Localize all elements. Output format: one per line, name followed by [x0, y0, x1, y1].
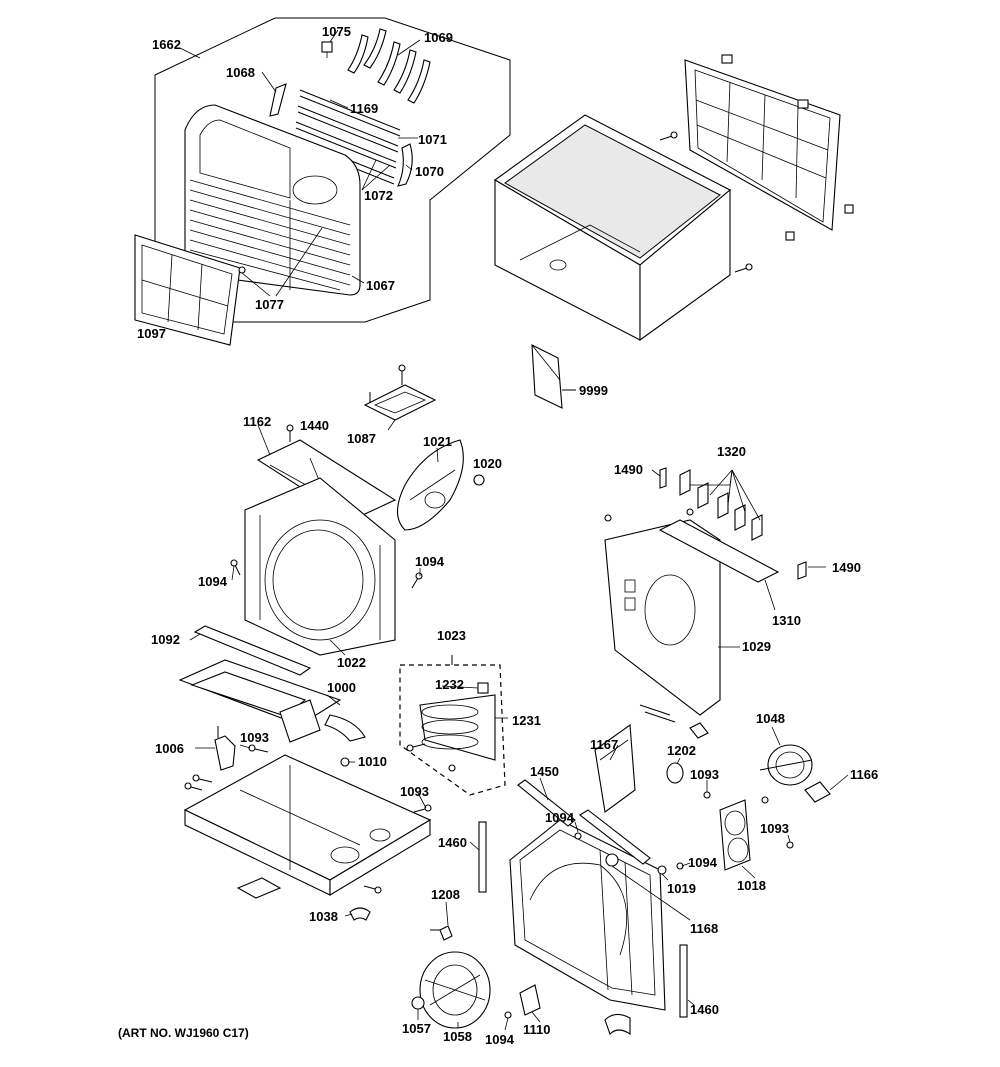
label-1022: 1022 — [337, 655, 366, 670]
partition-1029 — [604, 519, 721, 716]
label-1094b: 1094 — [415, 554, 445, 569]
clamp-1110 — [519, 984, 541, 1016]
label-1092: 1092 — [151, 632, 180, 647]
strip-1092 — [193, 625, 312, 676]
fan-blade-1021 — [396, 439, 485, 531]
label-1094d: 1094 — [688, 855, 718, 870]
label-1038: 1038 — [309, 909, 338, 924]
bracket-1167 — [594, 723, 636, 813]
drain-1038 — [236, 877, 371, 921]
label-1019: 1019 — [667, 881, 696, 896]
clip-1490 — [659, 467, 807, 580]
cover-1087 — [363, 364, 437, 421]
label-1000: 1000 — [327, 680, 356, 695]
shroud-1022 — [244, 477, 396, 656]
clip-1075 — [321, 41, 333, 58]
label-1097: 1097 — [137, 326, 166, 341]
label-1029: 1029 — [742, 639, 771, 654]
orifice-1018 — [719, 799, 751, 871]
louver-bar-1310 — [658, 469, 780, 583]
label-1069: 1069 — [424, 30, 453, 45]
label-1460a: 1460 — [438, 835, 467, 850]
gasket-1450 — [517, 779, 651, 865]
label-1093d: 1093 — [760, 821, 789, 836]
filter-1097 — [134, 234, 241, 346]
label-1072: 1072 — [364, 188, 393, 203]
label-1023: 1023 — [437, 628, 466, 643]
wire-connectors — [639, 704, 709, 739]
louver-clips-1069 — [347, 28, 431, 104]
label-1071: 1071 — [418, 132, 447, 147]
label-9999: 9999 — [579, 383, 608, 398]
bracket-1070 — [397, 143, 413, 187]
label-1057: 1057 — [402, 1021, 431, 1036]
label-1169: 1169 — [350, 101, 378, 116]
label-1093a: 1093 — [240, 730, 269, 745]
label-1232: 1232 — [435, 677, 464, 692]
label-1006: 1006 — [155, 741, 184, 756]
leader-lines — [179, 29, 849, 1031]
label-1067: 1067 — [366, 278, 395, 293]
manual-9999 — [531, 344, 576, 409]
bracket-1068 — [269, 83, 287, 117]
art-number-caption: (ART NO. WJ1960 C17) — [118, 1026, 249, 1040]
screws-shroud — [230, 559, 423, 589]
label-1440: 1440 — [300, 418, 329, 433]
label-1450: 1450 — [530, 764, 559, 779]
blower-wheel-1058 — [419, 951, 491, 1029]
label-1075: 1075 — [322, 24, 351, 39]
condenser-coil — [509, 819, 666, 1011]
label-1162: 1162 — [243, 414, 271, 429]
label-1167: 1167 — [590, 737, 618, 752]
fan-motor-1048 — [759, 744, 831, 803]
heater-group-1023 — [399, 655, 506, 796]
base-pan — [183, 754, 432, 896]
label-1166: 1166 — [850, 767, 878, 782]
label-1018: 1018 — [737, 878, 766, 893]
label-1094c: 1094 — [545, 810, 575, 825]
part-labels: 1662 1075 1069 1068 1169 1071 1072 1070 … — [118, 24, 878, 1047]
label-1231: 1231 — [512, 713, 541, 728]
label-1021: 1021 — [423, 434, 452, 449]
label-1490b: 1490 — [832, 560, 861, 575]
label-1202: 1202 — [667, 743, 696, 758]
label-1662: 1662 — [152, 37, 181, 52]
label-1490a: 1490 — [614, 462, 643, 477]
label-1020: 1020 — [473, 456, 502, 471]
label-1087: 1087 — [347, 431, 376, 446]
label-1110: 1110 — [523, 1022, 551, 1037]
label-1093c: 1093 — [690, 767, 719, 782]
capacitor-1202 — [666, 762, 684, 784]
label-1077: 1077 — [255, 297, 284, 312]
nut-1057 — [411, 996, 425, 1010]
label-1310: 1310 — [772, 613, 801, 628]
bracket-1006 — [214, 726, 236, 771]
label-1068: 1068 — [226, 65, 255, 80]
label-1094a: 1094 — [198, 574, 228, 589]
cabinet-case — [493, 114, 731, 342]
label-1048: 1048 — [756, 711, 785, 726]
label-1460b: 1460 — [690, 1002, 719, 1017]
rear-grille — [684, 54, 854, 241]
label-1208: 1208 — [431, 887, 460, 902]
label-1168: 1168 — [690, 921, 718, 936]
screws-cabinet — [659, 131, 753, 273]
label-1058: 1058 — [443, 1029, 472, 1044]
misc-small-parts — [430, 832, 684, 1036]
label-1070: 1070 — [415, 164, 444, 179]
seal-strips-1460 — [478, 821, 688, 1018]
evaporator-1000 — [178, 659, 366, 743]
label-1093b: 1093 — [400, 784, 429, 799]
label-1320: 1320 — [717, 444, 746, 459]
label-1010: 1010 — [358, 754, 387, 769]
label-1094e: 1094 — [485, 1032, 515, 1047]
